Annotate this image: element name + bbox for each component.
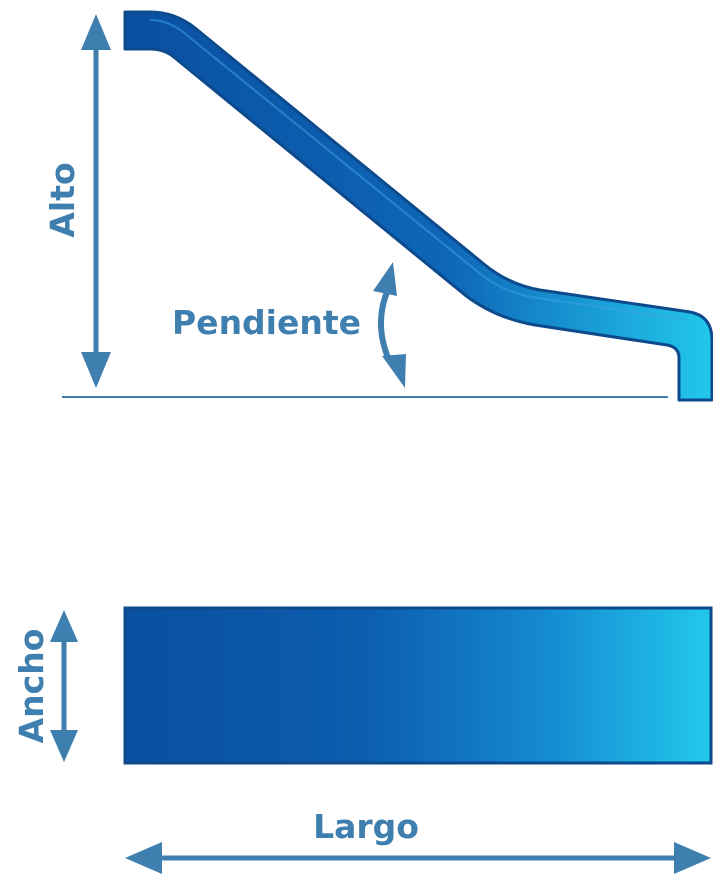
length-label: Largo xyxy=(313,807,419,846)
slide-side-view xyxy=(123,10,713,402)
length-arrow xyxy=(125,842,711,874)
height-arrow xyxy=(81,14,111,388)
slope-arrow xyxy=(373,262,406,388)
width-arrow xyxy=(50,610,78,762)
slide-top-view xyxy=(123,606,713,765)
width-label: Ancho xyxy=(12,629,51,744)
slope-label: Pendiente xyxy=(172,303,361,342)
height-label: Alto xyxy=(43,162,82,237)
